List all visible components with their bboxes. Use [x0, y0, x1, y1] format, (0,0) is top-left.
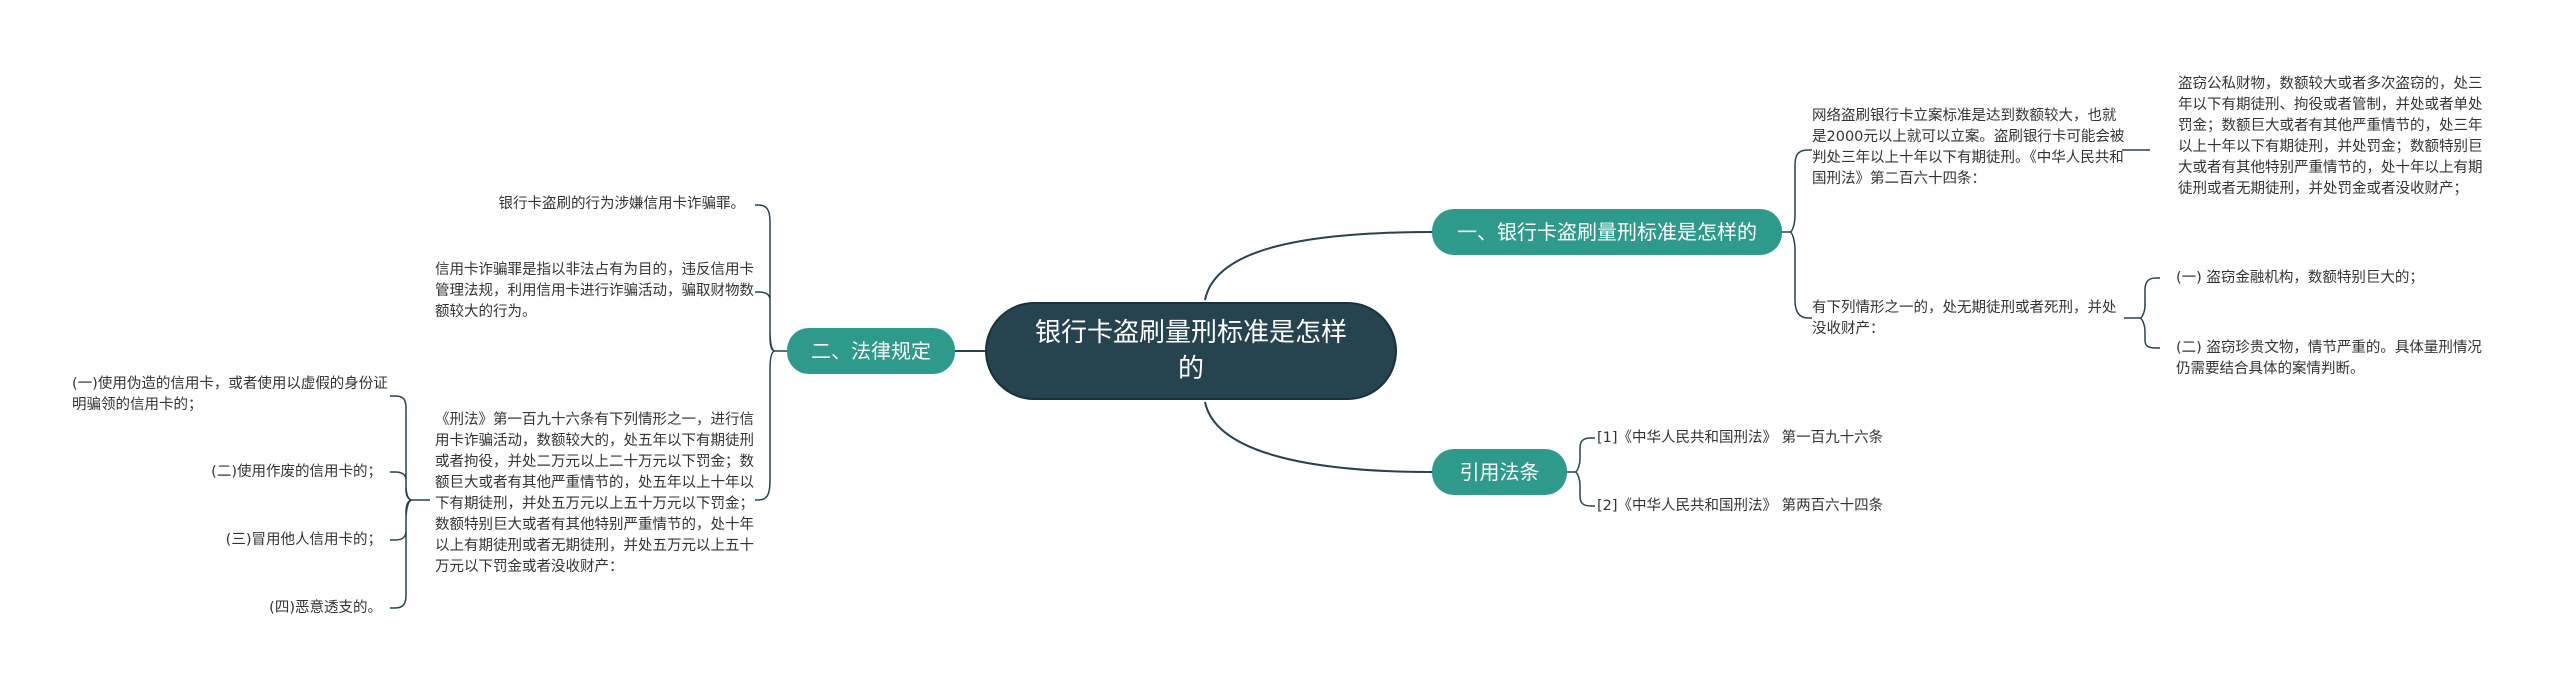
edge-root-to-branch-1	[1204, 231, 1433, 301]
leaf-article-264-text[interactable]: 盗窃公私财物，数额较大或者多次盗窃的，处三年以下有期徒刑、拘役或者管制，并处或者…	[2178, 76, 2483, 197]
leaf-malicious-overdraft[interactable]: (四)恶意透支的。	[269, 600, 382, 616]
branch-sentencing-standard[interactable]: 一、银行卡盗刷量刑标准是怎样的	[1432, 209, 1782, 255]
leaf-article-196-text[interactable]: 《刑法》第一百九十六条有下列情形之一，进行信用卡诈骗活动，数额较大的，处五年以下…	[435, 412, 754, 575]
leaf-life-sentence-cases[interactable]: 有下列情形之一的，处无期徒刑或者死刑，并处没收财产：	[1812, 300, 2117, 337]
leaf-filing-standard[interactable]: 网络盗刷银行卡立案标准是达到数额较大，也就是2000元以上就可以立案。盗刷银行卡…	[1812, 108, 2125, 187]
leaf-impersonate-card[interactable]: (三)冒用他人信用卡的；	[225, 532, 382, 548]
edge-cite-bracket	[1567, 437, 1595, 507]
edge-b1-bracket	[1782, 149, 1812, 319]
leaf-cite-264[interactable]: [2]《中华人民共和国刑法》 第两百六十四条	[1597, 498, 1884, 514]
leaf-financial-institution[interactable]: (一) 盗窃金融机构，数额特别巨大的；	[2176, 270, 2424, 286]
branch-legal-provisions[interactable]: 二、法律规定	[787, 328, 955, 374]
leaf-credit-card-fraud-suspected[interactable]: 银行卡盗刷的行为涉嫌信用卡诈骗罪。	[498, 196, 746, 212]
leaf-cultural-relics[interactable]: (二) 盗窃珍贵文物，情节严重的。具体量刑情况仍需要结合具体的案情判断。	[2176, 340, 2482, 377]
leaf-forged-card[interactable]: (一)使用伪造的信用卡，或者使用以虚假的身份证明骗领的信用卡的；	[72, 376, 388, 413]
edge-b2-bracket	[755, 204, 787, 501]
edge-root-to-branch-cite	[1204, 401, 1433, 473]
edge-b2-sub	[390, 395, 430, 609]
branch-cited-articles[interactable]: 引用法条	[1432, 449, 1567, 495]
root-topic[interactable]: 银行卡盗刷量刑标准是怎样的	[985, 302, 1397, 400]
leaf-credit-card-fraud-definition[interactable]: 信用卡诈骗罪是指以非法占有为目的，违反信用卡管理法规，利用信用卡进行诈骗活动，骗…	[435, 262, 754, 320]
edge-b1-sub2	[2124, 277, 2160, 349]
leaf-cite-196[interactable]: [1]《中华人民共和国刑法》 第一百九十六条	[1597, 430, 1884, 446]
leaf-void-card[interactable]: (二)使用作废的信用卡的；	[211, 464, 382, 480]
